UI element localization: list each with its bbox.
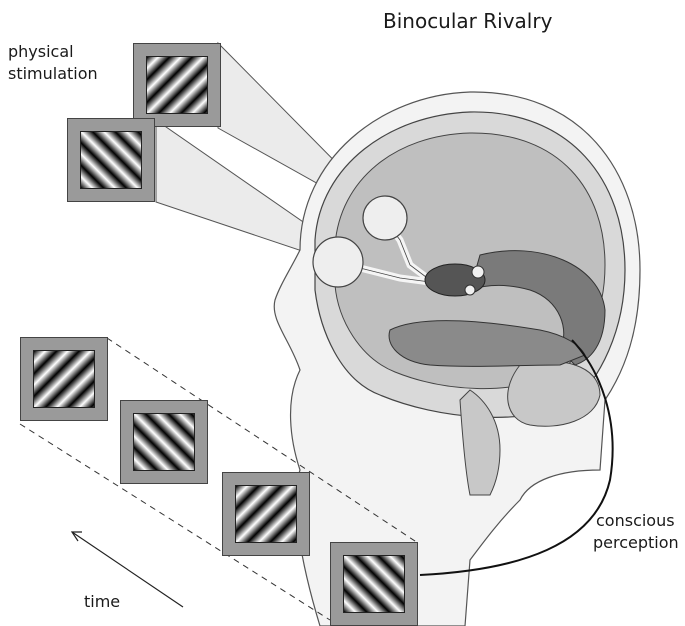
physical-label-line2: stimulation: [8, 63, 98, 85]
conscious-label-line2: perception: [593, 532, 679, 554]
diagram-title: Binocular Rivalry: [383, 10, 552, 32]
physical-stimulation-label: physical stimulation: [8, 41, 98, 85]
stimulus-bottom: [67, 118, 155, 202]
grating-stimulus-icon: [146, 56, 208, 114]
conscious-perception-label: conscious perception: [596, 510, 679, 554]
physical-label-line1: physical: [8, 41, 98, 63]
grating-stimulus-icon: [133, 413, 195, 471]
time-stimulus-3: [222, 472, 310, 556]
thalamus-node: [472, 266, 484, 278]
grating-stimulus-icon: [343, 555, 405, 613]
time-arrowhead: [72, 532, 82, 541]
eye-circle-right: [363, 196, 407, 240]
time-label: time: [84, 591, 120, 613]
thalamus-node-2: [465, 285, 475, 295]
time-stimulus-4: [330, 542, 418, 626]
time-stimulus-1: [20, 337, 108, 421]
stimulus-top: [133, 43, 221, 127]
grating-stimulus-icon: [235, 485, 297, 543]
time-stimulus-2: [120, 400, 208, 484]
eye-circle-left: [313, 237, 363, 287]
grating-stimulus-icon: [33, 350, 95, 408]
grating-stimulus-icon: [80, 131, 142, 189]
conscious-label-line1: conscious: [596, 510, 679, 532]
